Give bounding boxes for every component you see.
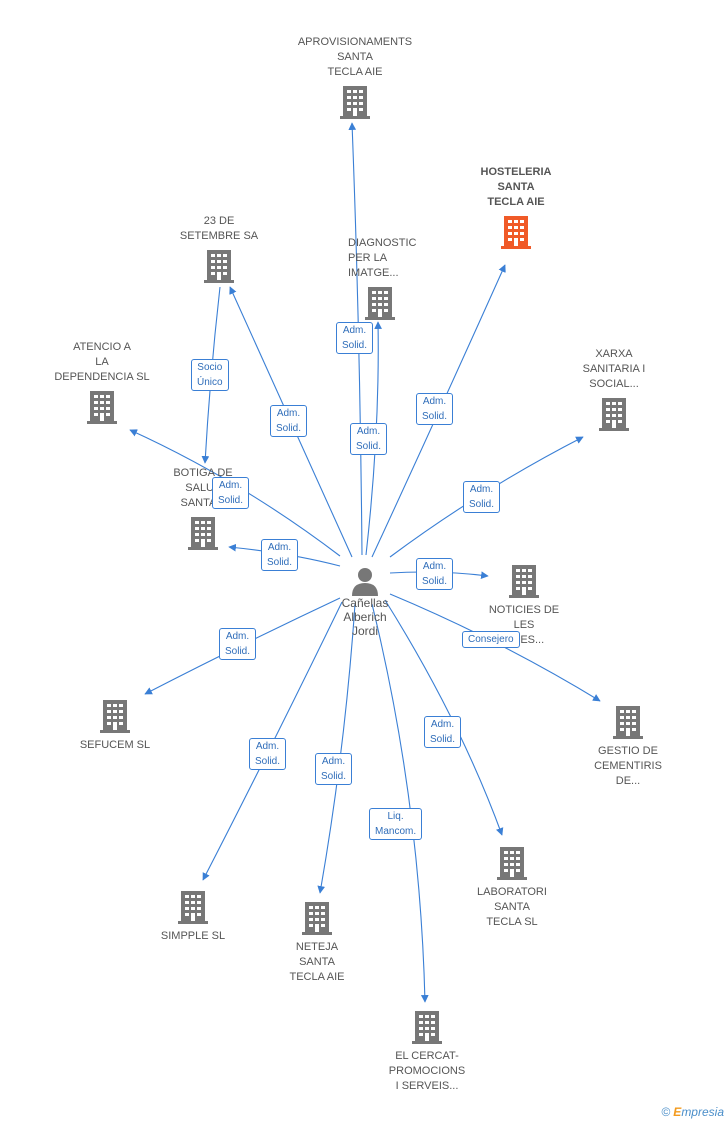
- person-icon: [352, 568, 378, 596]
- node-hosteleria[interactable]: HOSTELERIA SANTA TECLA AIE: [451, 165, 581, 250]
- node-label: SIMPPLE SL: [160, 930, 226, 942]
- node-label: NETEJA SANTA TECLA AIE: [289, 941, 345, 983]
- building-icon: [188, 517, 218, 550]
- brand-logo-text: mpresia: [681, 1105, 724, 1119]
- node-label: APROVISIONAMENTS SANTA TECLA AIE: [297, 36, 413, 78]
- edge-label-el-cercat[interactable]: Liq. Mancom.: [369, 808, 423, 840]
- edge-label-sefucem[interactable]: Adm. Solid.: [219, 628, 257, 660]
- building-icon: [509, 565, 539, 598]
- node-gestio[interactable]: GESTIO DE CEMENTIRIS DE...: [563, 704, 693, 789]
- building-icon: [204, 250, 234, 283]
- edge-label-xarxa[interactable]: Adm. Solid.: [463, 481, 501, 513]
- node-neteja[interactable]: NETEJA SANTA TECLA AIE: [252, 900, 382, 985]
- building-icon-highlighted: [501, 216, 531, 249]
- building-icon: [599, 398, 629, 431]
- copyright-symbol: ©: [661, 1105, 671, 1119]
- edge-label-laboratori[interactable]: Adm. Solid.: [424, 716, 462, 748]
- node-aprovisionaments[interactable]: APROVISIONAMENTS SANTA TECLA AIE: [290, 35, 420, 120]
- edge-label-simpple[interactable]: Adm. Solid.: [249, 738, 287, 770]
- node-label: 23 DE SETEMBRE SA: [179, 215, 259, 242]
- building-icon: [365, 287, 395, 320]
- edge-label-noticies[interactable]: Adm. Solid.: [416, 558, 454, 590]
- node-xarxa[interactable]: XARXA SANITARIA I SOCIAL...: [549, 347, 679, 432]
- node-label: GESTIO DE CEMENTIRIS DE...: [594, 745, 662, 787]
- edge-label-socio-unico[interactable]: Socio Único: [191, 359, 229, 391]
- building-icon: [100, 700, 130, 733]
- node-label: EL CERCAT- PROMOCIONS I SERVEIS...: [388, 1050, 466, 1092]
- edge-cercat: [371, 603, 429, 1003]
- edge-label-gestio[interactable]: Consejero: [462, 631, 520, 648]
- building-icon: [87, 391, 117, 424]
- node-label: SEFUCEM SL: [79, 739, 151, 751]
- center-person-name: Cañellas Alberich Jordi: [341, 596, 389, 638]
- edge-label-aprovisionaments[interactable]: Adm. Solid.: [336, 322, 374, 354]
- brand-footer[interactable]: ©Empresia: [661, 1105, 724, 1119]
- edge-label-diagnostic[interactable]: Adm. Solid.: [350, 423, 388, 455]
- center-person-node[interactable]: Cañellas Alberich Jordi: [315, 566, 415, 638]
- building-icon: [340, 86, 370, 119]
- edge-label-neteja[interactable]: Adm. Solid.: [315, 753, 353, 785]
- node-label: XARXA SANITARIA I SOCIAL...: [582, 348, 646, 390]
- node-laboratori[interactable]: LABORATORI SANTA TECLA SL: [447, 845, 577, 930]
- edge-label-botiga[interactable]: Adm. Solid.: [261, 539, 299, 571]
- building-icon: [412, 1011, 442, 1044]
- edge-label-23-de-setembre[interactable]: Adm. Solid.: [270, 405, 308, 437]
- node-sefucem[interactable]: SEFUCEM SL: [50, 698, 180, 753]
- node-el-cercat[interactable]: EL CERCAT- PROMOCIONS I SERVEIS...: [362, 1009, 492, 1094]
- node-diagnostic[interactable]: DIAGNOSTIC PER LA IMATGE...: [315, 236, 445, 321]
- node-label: ATENCIO A LA DEPENDENCIA SL: [54, 341, 150, 383]
- edge-neteja: [317, 603, 356, 894]
- building-icon: [178, 891, 208, 924]
- edge-label-atencio[interactable]: Adm. Solid.: [212, 477, 250, 509]
- node-atencio[interactable]: ATENCIO A LA DEPENDENCIA SL: [37, 340, 167, 425]
- node-label: LABORATORI SANTA TECLA SL: [477, 886, 547, 928]
- node-23-de-setembre[interactable]: 23 DE SETEMBRE SA: [154, 214, 284, 284]
- building-icon: [497, 847, 527, 880]
- brand-logo-initial: E: [673, 1105, 682, 1119]
- building-icon: [302, 902, 332, 935]
- building-icon: [613, 706, 643, 739]
- node-label: HOSTELERIA SANTA TECLA AIE: [480, 166, 552, 208]
- edge-label-hosteleria[interactable]: Adm. Solid.: [416, 393, 454, 425]
- node-label: DIAGNOSTIC PER LA IMATGE...: [348, 237, 417, 279]
- node-simpple[interactable]: SIMPPLE SL: [128, 889, 258, 944]
